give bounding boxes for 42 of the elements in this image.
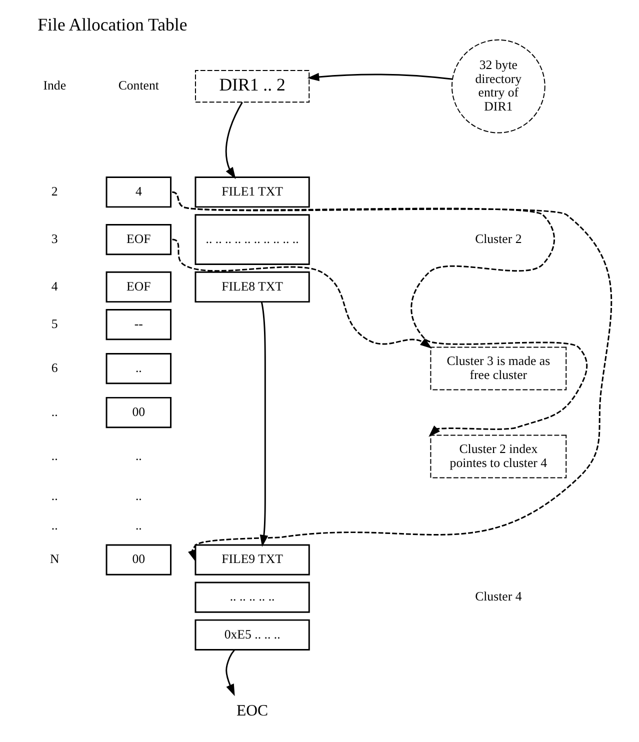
node-box: 4 [105,176,172,208]
label: N [50,552,59,566]
label: 4 [50,279,58,294]
node-box: FILE8 TXT [194,271,310,303]
arrow [171,192,612,562]
node-box: FILE1 TXT [194,176,310,208]
node-box: .. .. .. .. .. [194,582,310,613]
arrow [224,102,242,180]
node-box: .. [105,352,172,384]
label: .. [134,488,142,503]
label: .. [50,518,58,533]
label: 6 [50,360,58,375]
label: Content [118,78,158,93]
arrow [172,238,432,349]
label: .. [134,448,142,463]
label: .. [50,488,58,503]
label: .. [50,404,58,419]
label: 2 [50,184,58,198]
node-circle: 32 byte directory entry of DIR1 [450,39,545,134]
arrow [306,72,452,82]
node-box: 0xE5 .. .. .. [194,619,310,650]
node-box: Cluster 2 index pointes to cluster 4 [430,434,566,478]
node-box: EOF [105,271,172,303]
node-box: 00 [105,396,172,428]
node-box: 00 [105,544,172,576]
label: .. [50,448,58,463]
arrow [225,649,235,696]
label: .. [134,518,142,533]
diagram-title: File Allocation Table [37,14,187,34]
node-box: EOF [105,224,172,256]
label: Cluster 2 [474,232,522,246]
node-box: -- [105,308,172,340]
label: 3 [50,232,58,246]
node-box: .. .. .. .. .. .. .. .. .. .. [194,214,310,265]
arrow [259,302,268,547]
label: 5 [50,316,58,331]
node-text: EOC [236,702,268,720]
node-box: FILE9 TXT [194,544,310,576]
label: Cluster 4 [474,590,522,604]
node-box: Cluster 3 is made as free cluster [430,346,566,390]
label: Inde [42,78,66,93]
node-box: DIR1 .. 2 [194,70,310,103]
